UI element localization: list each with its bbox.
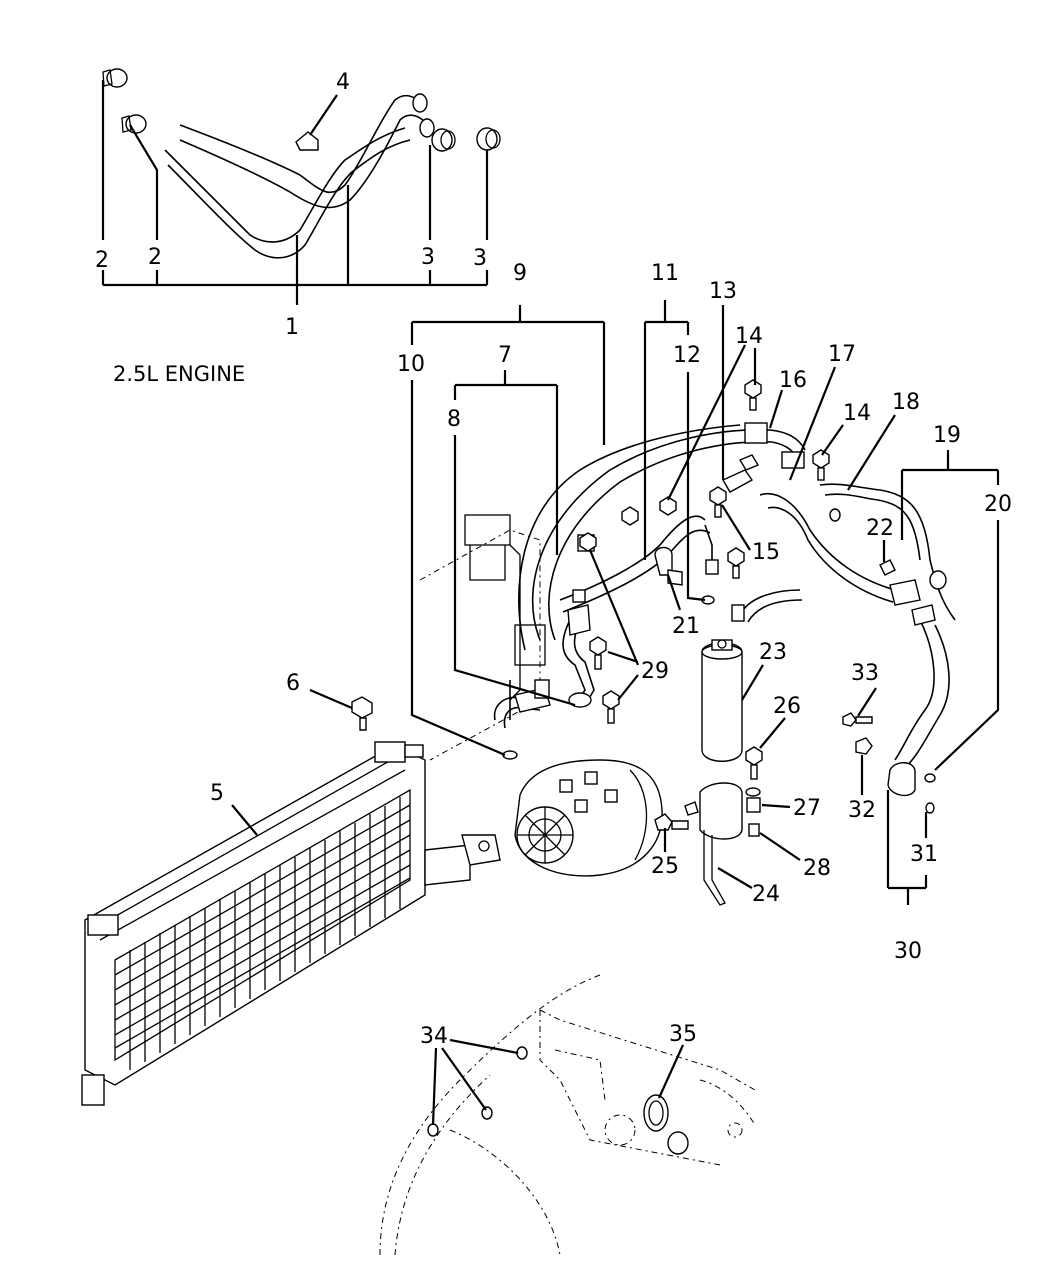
nut-part-27 [745,787,761,813]
bolt-part-25 [654,801,699,831]
callout-3-right: 3 [473,246,487,271]
callout-2-right: 2 [148,245,162,270]
callout-33: 33 [851,661,879,686]
callout-20: 20 [984,492,1012,517]
callout-28: 28 [803,856,831,881]
callout-30: 30 [894,939,922,964]
callout-7: 7 [498,343,512,368]
callout-6: 6 [286,671,300,696]
receiver-drier [701,639,743,762]
callout-13: 13 [709,279,737,304]
callout-17: 17 [828,342,856,367]
callout-19: 19 [933,423,961,448]
bolt-part-29 [579,496,677,724]
callout-4: 4 [336,70,350,95]
hose-clamp-part-2 [102,68,147,134]
callout-1: 1 [285,315,299,340]
drier-bracket-part-24 [699,782,743,906]
callout-24: 24 [752,882,780,907]
radiator-outline [419,514,546,761]
callout-27: 27 [793,796,821,821]
engine-label: 2.5L ENGINE [113,362,245,386]
callout-10: 10 [397,352,425,377]
bolt-part-33 [842,712,873,727]
bolt-part-14 [744,379,830,481]
plug-part-34 [427,1046,528,1137]
callout-12: 12 [673,343,701,368]
fitting-part-22 [879,559,896,576]
callout-35: 35 [669,1022,697,1047]
nut-part-32 [855,737,873,755]
grommet-part-35 [643,1094,689,1155]
compressor [514,759,699,877]
o-ring-part-18 [829,508,841,522]
callout-34: 34 [420,1024,448,1049]
callout-32: 32 [848,798,876,823]
bolt-part-28 [748,823,760,837]
callout-labels: 1 2 2 3 3 4 5 6 7 8 9 10 11 12 13 14 16 … [95,70,1012,1049]
leader-lines [231,300,1000,1126]
callout-22: 22 [866,516,894,541]
vehicle-body-outline [379,974,756,1256]
hose-clamp-part-3 [431,127,501,152]
bolts-misc [502,379,936,814]
callout-14-right: 14 [843,401,871,426]
callout-31: 31 [910,842,938,867]
ac-lines [493,422,956,797]
heater-hose-inset [101,68,501,305]
callout-29: 29 [641,659,669,684]
callout-21: 21 [672,614,700,639]
callout-25: 25 [651,854,679,879]
callout-2-left: 2 [95,248,109,273]
o-ring-part-10 [502,750,518,760]
callout-9: 9 [513,261,527,286]
bolt-part-26 [745,746,763,780]
callout-15: 15 [752,540,780,565]
callout-8: 8 [447,407,461,432]
condenser [81,741,501,1106]
callout-23: 23 [759,640,787,665]
bolt-part-15 [709,486,745,579]
callout-18: 18 [892,390,920,415]
hose-bracket-part-4 [295,131,319,151]
o-ring-part-31 [924,773,936,814]
bolt-part-6 [309,688,373,731]
callout-14-upper: 14 [735,324,763,349]
callout-11: 11 [651,261,679,286]
callout-16: 16 [779,368,807,393]
callout-3-left: 3 [421,245,435,270]
callout-26: 26 [773,694,801,719]
callout-5: 5 [210,781,224,806]
